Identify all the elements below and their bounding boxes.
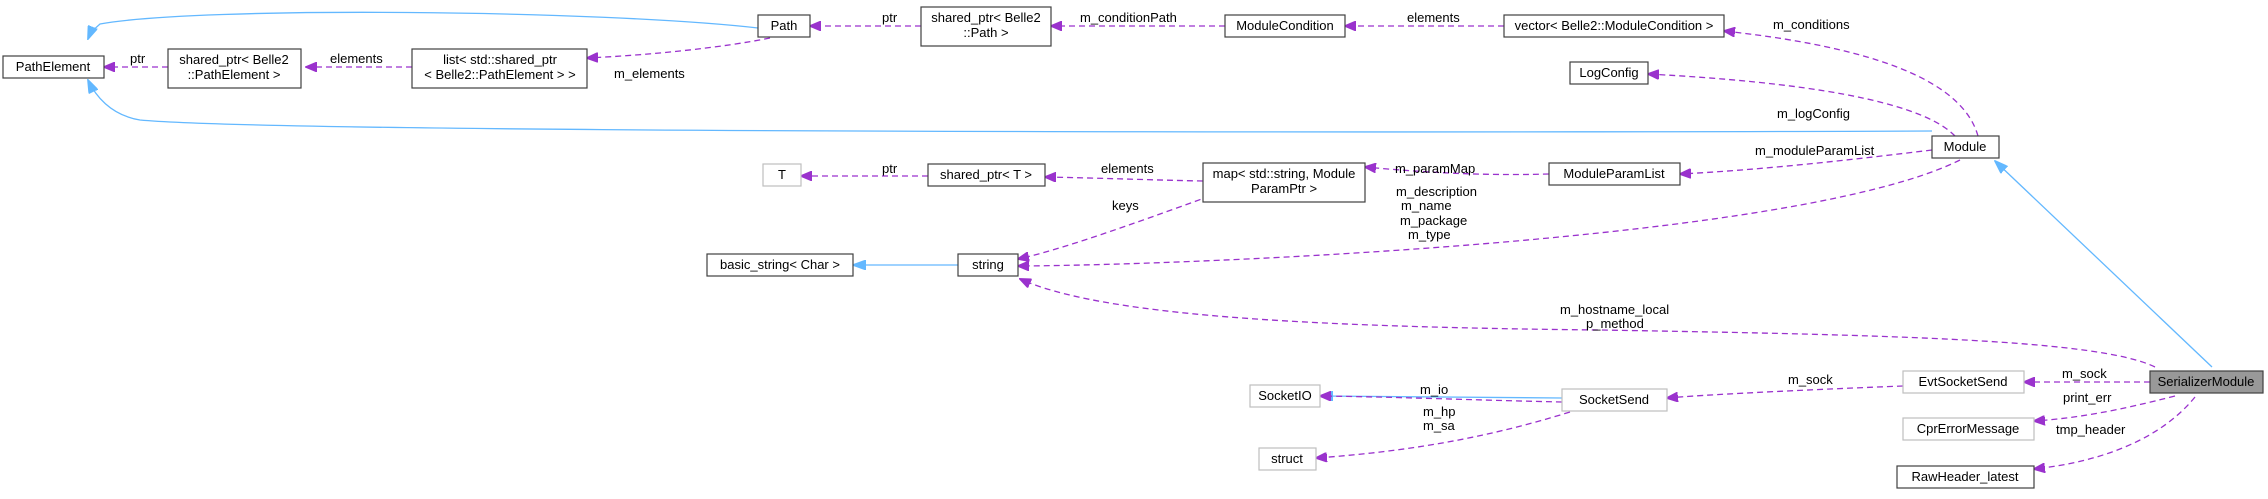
edge-labels: ptr elements m_elements ptr m_conditionP…: [130, 10, 2126, 437]
label-m-package: m_package: [1400, 213, 1467, 228]
node-struct-label: struct: [1271, 451, 1303, 466]
node-string[interactable]: string: [957, 253, 1019, 277]
node-shared-ptr-path-element-label-2: ::PathElement >: [188, 67, 281, 82]
edge-path-to-list: [587, 37, 771, 58]
label-m-sa: m_sa: [1423, 418, 1456, 433]
edge-socket-send-to-socket-io: [1320, 396, 1563, 403]
label-ptr-3: ptr: [882, 161, 898, 176]
edge-serializer-inherits-module: [1995, 161, 2213, 368]
node-socket-send[interactable]: SocketSend: [1561, 388, 1668, 412]
label-elements-3: elements: [1101, 161, 1154, 176]
edge-map-to-shared-ptr-t: [1045, 177, 1204, 181]
edges: [88, 11, 2213, 469]
edge-module-to-vector: [1724, 31, 1979, 137]
edge-path-inherits-path-element: [88, 11, 759, 39]
node-raw-header-latest[interactable]: RawHeader_latest: [1896, 465, 2035, 489]
node-map-module-param-label-2: ParamPtr >: [1251, 181, 1317, 196]
label-m-description: m_description: [1396, 184, 1477, 199]
node-shared-ptr-path-element[interactable]: shared_ptr< Belle2 ::PathElement >: [167, 48, 302, 89]
label-m-sock-1: m_sock: [2062, 366, 2107, 381]
edge-map-to-string: [1018, 195, 1211, 259]
node-path-element-label: PathElement: [16, 59, 91, 74]
edge-module-to-string: [1018, 159, 1961, 266]
label-m-log-config: m_logConfig: [1777, 106, 1850, 121]
node-basic-string[interactable]: basic_string< Char >: [706, 253, 854, 277]
label-keys: keys: [1112, 198, 1139, 213]
label-m-sock-2: m_sock: [1788, 372, 1833, 387]
node-string-label: string: [972, 257, 1004, 272]
node-t[interactable]: T: [762, 163, 802, 187]
edge-socket-send-to-struct: [1316, 411, 1571, 458]
label-m-conditions: m_conditions: [1773, 17, 1850, 32]
label-m-hostname-local: m_hostname_local: [1560, 302, 1669, 317]
node-cpr-error-message-label: CprErrorMessage: [1917, 421, 2020, 436]
node-struct[interactable]: struct: [1258, 447, 1317, 471]
edge-serializer-to-string: [1020, 279, 2156, 368]
node-shared-ptr-path-label-1: shared_ptr< Belle2: [931, 10, 1041, 25]
node-evt-socket-send-label: EvtSocketSend: [1919, 374, 2008, 389]
label-m-elements: m_elements: [614, 66, 685, 81]
node-t-label: T: [778, 167, 786, 182]
node-map-module-param-label-1: map< std::string, Module: [1213, 166, 1356, 181]
label-m-name: m_name: [1401, 198, 1452, 213]
edge-serializer-to-cpr-error: [2034, 395, 2176, 421]
node-serializer-module[interactable]: SerializerModule: [2149, 370, 2264, 394]
edge-module-to-log-config: [1648, 74, 1956, 137]
node-serializer-module-label: SerializerModule: [2158, 374, 2255, 389]
node-module-param-list-label: ModuleParamList: [1563, 166, 1665, 181]
label-m-type: m_type: [1408, 227, 1451, 242]
label-ptr-2: ptr: [882, 10, 898, 25]
node-module[interactable]: Module: [1931, 135, 2000, 159]
label-m-hp: m_hp: [1423, 404, 1456, 419]
label-ptr-1: ptr: [130, 51, 146, 66]
node-path-label: Path: [771, 18, 798, 33]
node-basic-string-label: basic_string< Char >: [720, 257, 840, 272]
node-socket-io[interactable]: SocketIO: [1249, 384, 1321, 408]
label-elements-1: elements: [330, 51, 383, 66]
node-list-path-element-label-2: < Belle2::PathElement > >: [424, 67, 575, 82]
node-module-condition[interactable]: ModuleCondition: [1224, 14, 1346, 38]
node-shared-ptr-path[interactable]: shared_ptr< Belle2 ::Path >: [920, 6, 1052, 47]
label-m-condition-path: m_conditionPath: [1080, 10, 1177, 25]
nodes: PathElement shared_ptr< Belle2 ::PathEle…: [2, 6, 2264, 489]
node-shared-ptr-path-label-2: ::Path >: [963, 25, 1008, 40]
node-raw-header-latest-label: RawHeader_latest: [1912, 469, 2019, 484]
node-vector-module-condition[interactable]: vector< Belle2::ModuleCondition >: [1503, 14, 1725, 38]
node-path-element[interactable]: PathElement: [2, 55, 105, 79]
node-shared-ptr-path-element-label-1: shared_ptr< Belle2: [179, 52, 289, 67]
edge-module-to-module-param-list: [1680, 149, 1933, 174]
edge-module-inherits-path-element: [88, 80, 1933, 133]
node-shared-ptr-t[interactable]: shared_ptr< T >: [927, 163, 1046, 187]
node-module-param-list[interactable]: ModuleParamList: [1548, 162, 1681, 186]
label-m-param-map: m_paramMap: [1395, 161, 1475, 176]
node-log-config-label: LogConfig: [1579, 65, 1638, 80]
node-module-label: Module: [1944, 139, 1987, 154]
label-elements-2: elements: [1407, 10, 1460, 25]
edge-param-list-to-map: [1365, 167, 1550, 176]
label-m-io: m_io: [1420, 382, 1448, 397]
label-tmp-header: tmp_header: [2056, 422, 2126, 437]
node-socket-send-label: SocketSend: [1579, 392, 1649, 407]
node-evt-socket-send[interactable]: EvtSocketSend: [1902, 370, 2025, 394]
edge-serializer-to-raw-header: [2034, 396, 2196, 469]
node-log-config[interactable]: LogConfig: [1569, 61, 1649, 85]
node-socket-io-label: SocketIO: [1258, 388, 1311, 403]
label-print-err: print_err: [2063, 390, 2112, 405]
edge-evt-socket-send-to-socket-send: [1667, 385, 1904, 398]
label-p-method: p_method: [1586, 316, 1644, 331]
node-path[interactable]: Path: [757, 14, 811, 38]
label-m-module-param-list: m_moduleParamList: [1755, 143, 1875, 158]
node-shared-ptr-t-label: shared_ptr< T >: [940, 167, 1032, 182]
node-map-module-param[interactable]: map< std::string, Module ParamPtr >: [1202, 162, 1366, 203]
node-list-path-element[interactable]: list< std::shared_ptr < Belle2::PathElem…: [411, 48, 588, 89]
node-cpr-error-message[interactable]: CprErrorMessage: [1902, 417, 2035, 441]
node-module-condition-label: ModuleCondition: [1236, 18, 1334, 33]
node-vector-module-condition-label: vector< Belle2::ModuleCondition >: [1515, 18, 1714, 33]
node-list-path-element-label-1: list< std::shared_ptr: [443, 52, 557, 67]
